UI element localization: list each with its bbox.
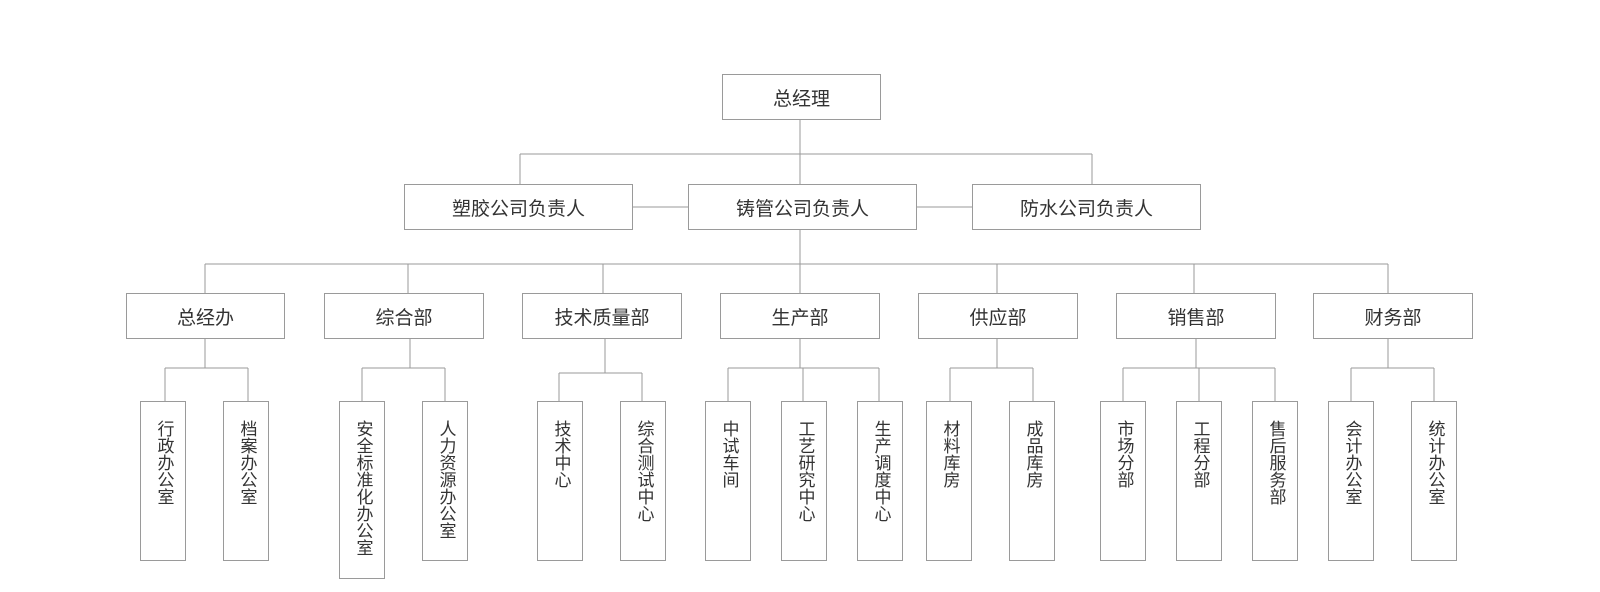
node-dept-6: 财务部 xyxy=(1313,293,1473,339)
node-level1-1: 铸管公司负责人 xyxy=(688,184,917,230)
node-sub-1-0: 安全标准化办公室 xyxy=(339,401,385,579)
node-sub-0-1: 档案办公室 xyxy=(223,401,269,561)
node-dept-1: 综合部 xyxy=(324,293,484,339)
node-root: 总经理 xyxy=(722,74,881,120)
node-sub-4-0: 材料库房 xyxy=(926,401,972,561)
node-sub-2-0: 技术中心 xyxy=(537,401,583,561)
node-dept-3: 生产部 xyxy=(720,293,880,339)
node-sub-2-1: 综合测试中心 xyxy=(620,401,666,561)
node-level1-0: 塑胶公司负责人 xyxy=(404,184,633,230)
node-dept-4: 供应部 xyxy=(918,293,1078,339)
node-sub-0-0: 行政办公室 xyxy=(140,401,186,561)
node-sub-5-2: 售后服务部 xyxy=(1252,401,1298,561)
node-sub-6-1: 统计办公室 xyxy=(1411,401,1457,561)
node-sub-4-1: 成品库房 xyxy=(1009,401,1055,561)
node-sub-3-2: 生产调度中心 xyxy=(857,401,903,561)
node-sub-6-0: 会计办公室 xyxy=(1328,401,1374,561)
node-dept-0: 总经办 xyxy=(126,293,285,339)
node-sub-1-1: 人力资源办公室 xyxy=(422,401,468,561)
node-sub-5-1: 工程分部 xyxy=(1176,401,1222,561)
node-level1-2: 防水公司负责人 xyxy=(972,184,1201,230)
node-dept-2: 技术质量部 xyxy=(522,293,682,339)
node-sub-3-0: 中试车间 xyxy=(705,401,751,561)
node-dept-5: 销售部 xyxy=(1116,293,1276,339)
node-sub-5-0: 市场分部 xyxy=(1100,401,1146,561)
node-sub-3-1: 工艺研究中心 xyxy=(781,401,827,561)
